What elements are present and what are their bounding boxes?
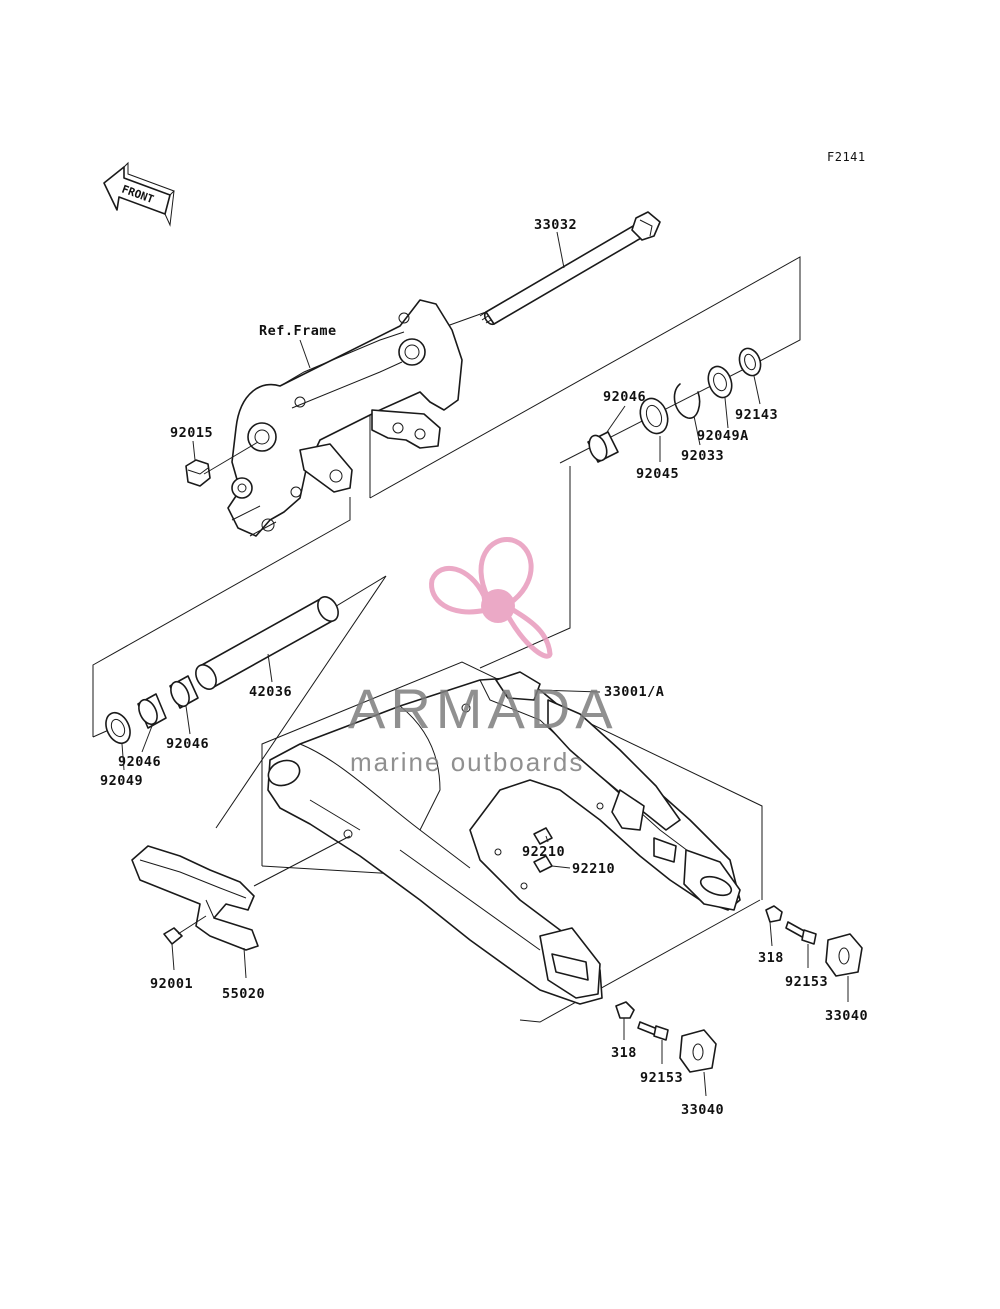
bolt-92153-right [785, 921, 817, 945]
pivot-shaft [479, 211, 661, 326]
chain-guard-55020 [131, 835, 351, 951]
part-label-92046-top: 92046 [603, 389, 646, 405]
bearing-92046-top [587, 431, 619, 463]
part-label-33040-right: 33040 [825, 1008, 868, 1024]
watermark-brand: ARMADA [348, 677, 618, 740]
part-label-92046-a: 92046 [166, 736, 209, 752]
part-label-92015: 92015 [170, 425, 213, 441]
nut-92015 [185, 459, 211, 487]
block-33040-right [825, 933, 863, 977]
bolt-92153-bottom [637, 1021, 669, 1041]
part-label-33001A: 33001/A [604, 684, 664, 700]
bearing-92046-a [169, 675, 199, 709]
armada-watermark-logo: ARMADA marine outboards [348, 537, 618, 777]
part-label-92046-b: 92046 [118, 754, 161, 770]
part-label-92153-right: 92153 [785, 974, 828, 990]
swingarm-33001A [261, 661, 763, 1023]
part-label-92045: 92045 [636, 466, 679, 482]
part-label-92033: 92033 [681, 448, 724, 464]
circlip-92033 [673, 383, 701, 419]
collar-92143 [738, 347, 762, 377]
block-33040-bottom [679, 1029, 717, 1073]
seal-92049 [105, 711, 131, 745]
part-label-318-bottom: 318 [611, 1045, 637, 1061]
seal-92049A [707, 365, 733, 399]
ref-frame-label: Ref.Frame [259, 323, 337, 339]
watermark-tagline: marine outboards [350, 747, 584, 777]
part-label-92210-b: 92210 [572, 861, 615, 877]
bearing-92045 [639, 397, 669, 435]
bolt-92001 [163, 915, 207, 945]
part-label-92049: 92049 [100, 773, 143, 789]
front-arrow-icon: FRONT [103, 161, 175, 227]
part-label-92049A: 92049A [697, 428, 749, 444]
part-label-318-right: 318 [758, 950, 784, 966]
figure-code: F2141 [827, 150, 866, 164]
nut-318-right [765, 905, 783, 923]
part-label-33040-bottom: 33040 [681, 1102, 724, 1118]
part-label-42036: 42036 [249, 684, 292, 700]
part-label-33032: 33032 [534, 217, 577, 233]
part-label-92143: 92143 [735, 407, 778, 423]
frame-section [227, 299, 463, 537]
part-label-92001: 92001 [150, 976, 193, 992]
part-label-55020: 55020 [222, 986, 265, 1002]
part-label-92210-a: 92210 [522, 844, 565, 860]
propeller-logo-icon [429, 537, 553, 659]
nut-318-bottom [615, 1001, 635, 1019]
part-label-92153-bottom: 92153 [640, 1070, 683, 1086]
bolt-92210-a [533, 827, 553, 845]
bearing-92046-b [137, 693, 167, 729]
sleeve-42036 [195, 596, 339, 690]
